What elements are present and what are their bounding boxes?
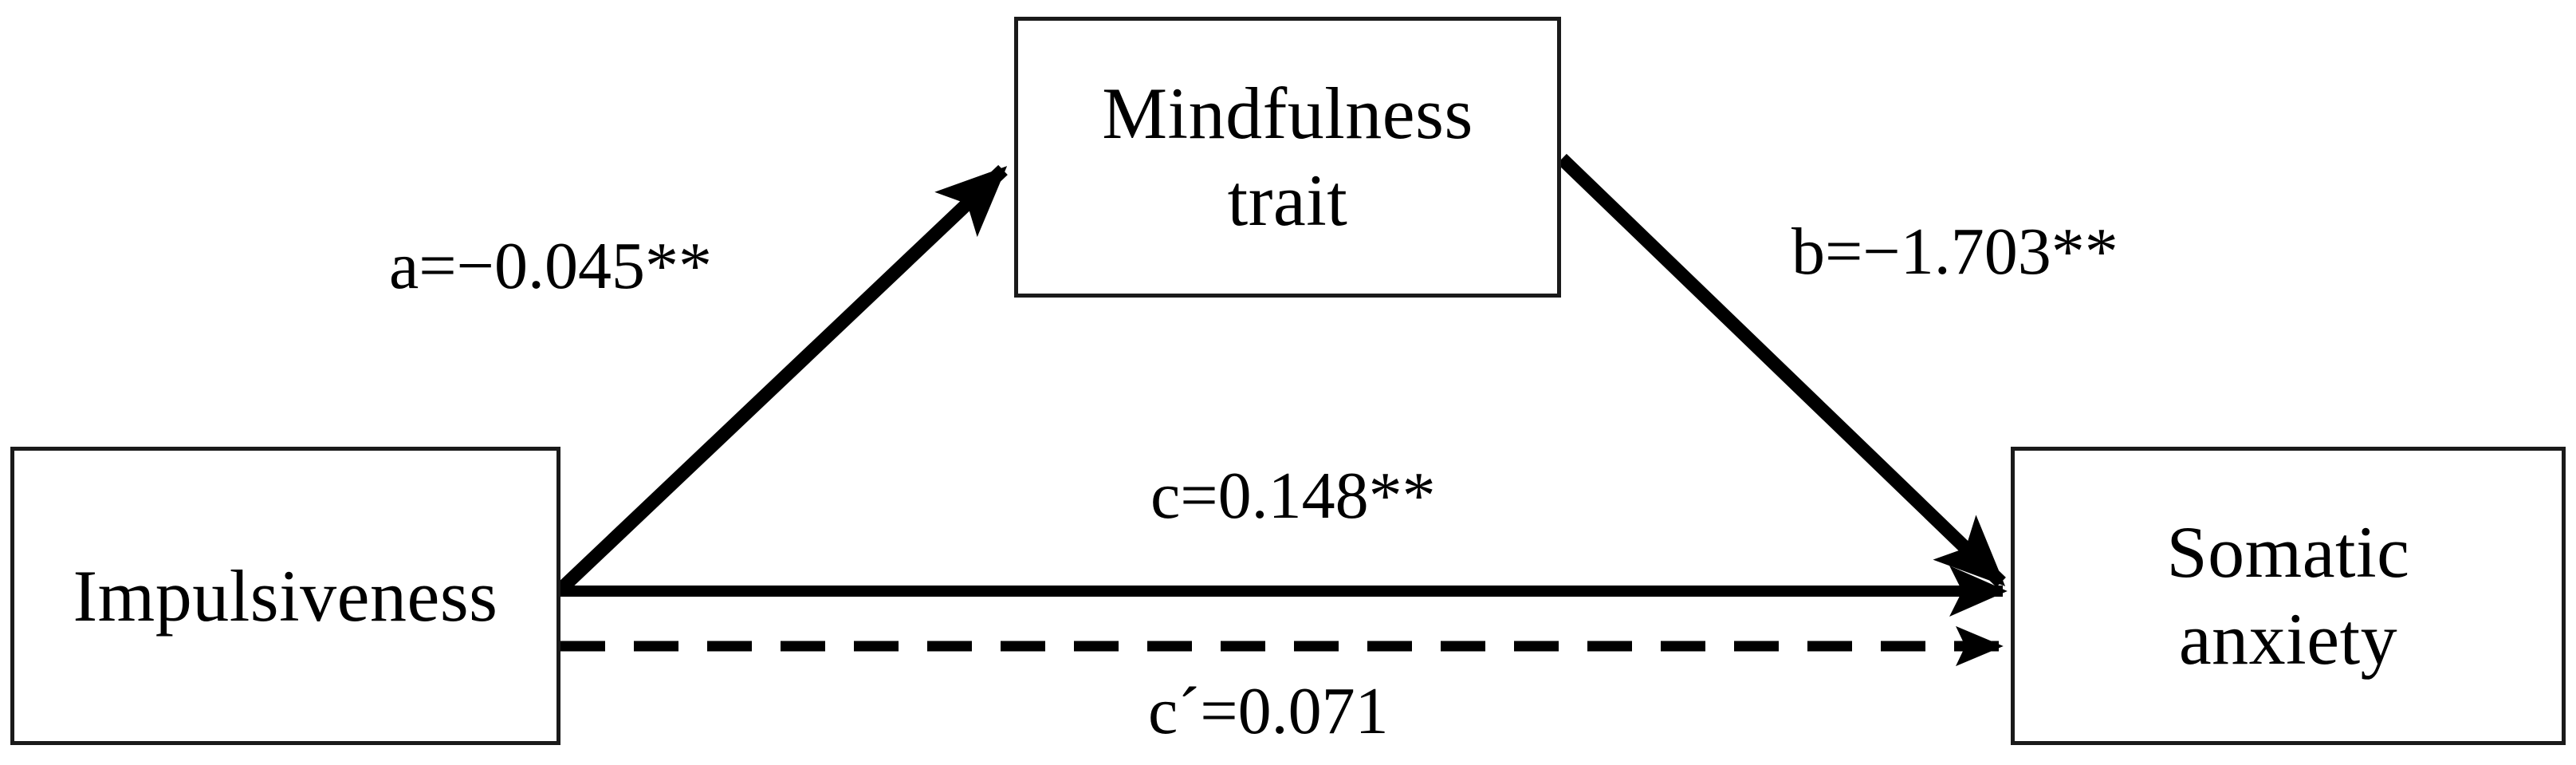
node-impulsiveness-label: Impulsiveness <box>73 554 498 637</box>
path-a-label: a=−0.045** <box>389 229 713 303</box>
path-b-arrow <box>1557 153 2006 588</box>
path-b-label: b=−1.703** <box>1791 215 2118 289</box>
node-somatic-anxiety-label: Somatic anxiety <box>2166 511 2410 680</box>
path-c-prime-label: c´=0.071 <box>1148 674 1389 748</box>
node-impulsiveness: Impulsiveness <box>10 447 560 745</box>
path-a-arrow <box>557 164 1008 593</box>
node-mindfulness-trait: Mindfulness trait <box>1014 17 1561 298</box>
node-somatic-anxiety: Somatic anxiety <box>2011 447 2566 745</box>
node-mindfulness-trait-label: Mindfulness trait <box>1102 73 1473 241</box>
path-c-label: c=0.148** <box>1150 459 1436 533</box>
